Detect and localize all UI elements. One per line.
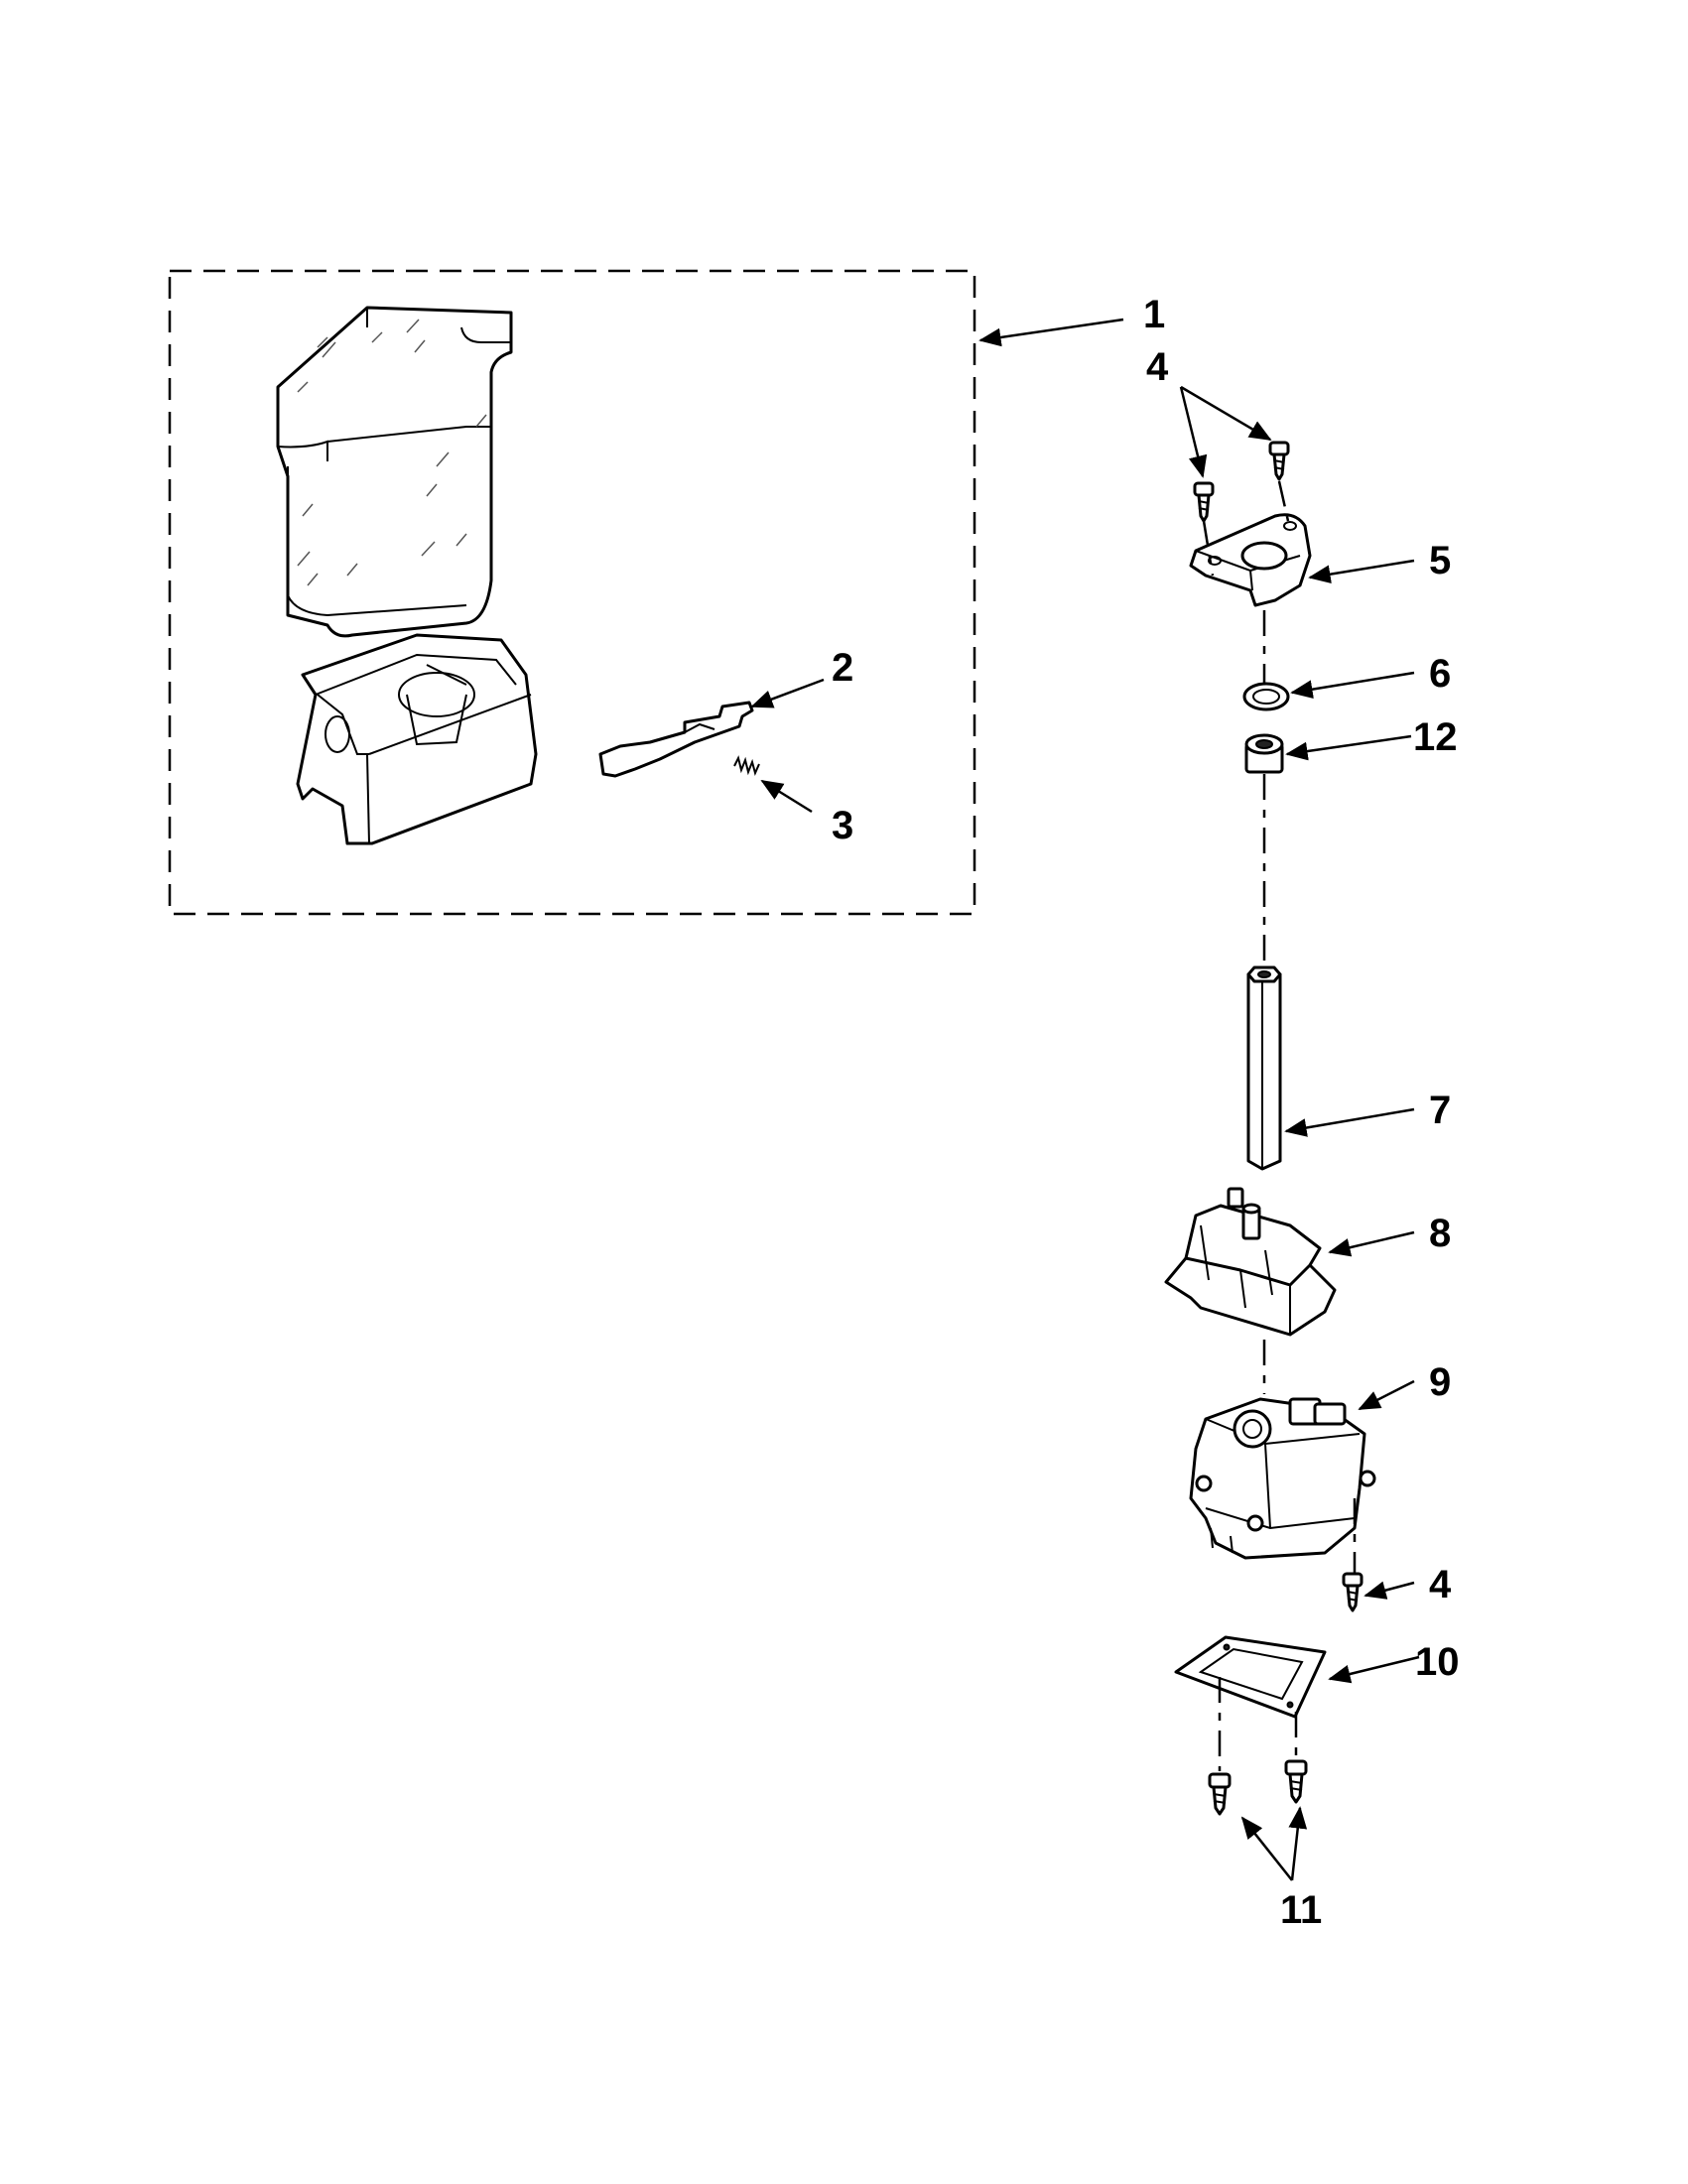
bearing-part-12 [1244,733,1284,774]
callout-5: 5 [1429,539,1451,582]
ice-bucket-part [276,306,513,638]
callout-6: 6 [1429,652,1451,696]
screw-part-4-bottom [1342,1572,1363,1612]
gasket-part-10 [1174,1635,1327,1719]
callout-4-bottom: 4 [1429,1563,1452,1606]
assembly-axis-lines [1202,480,1357,1771]
bucket-base-part [296,633,538,845]
screw-part-11-right [1284,1759,1308,1804]
screw-part-11-left [1208,1772,1232,1816]
motor-cover-part-8 [1164,1187,1337,1337]
leader-arrows [750,318,1420,1881]
screw-part-4-top-right [1268,441,1290,481]
callout-7: 7 [1429,1089,1451,1132]
bracket-part-5 [1189,513,1312,607]
lever-part-2 [598,701,754,778]
washer-part-6 [1242,682,1290,711]
callout-12: 12 [1413,715,1458,759]
callout-4-top: 4 [1146,345,1169,389]
callout-11: 11 [1280,1888,1322,1932]
callout-9: 9 [1429,1360,1451,1404]
motor-part-9 [1189,1397,1376,1560]
shaft-part-7 [1246,965,1282,1171]
screw-part-4-top-left [1193,481,1215,523]
callout-1: 1 [1143,293,1165,336]
spring-part-3 [733,755,760,776]
callout-8: 8 [1429,1212,1451,1255]
kit-dashed-box [168,269,976,916]
callout-3: 3 [832,804,853,847]
callout-2: 2 [832,646,853,690]
callout-10: 10 [1415,1640,1460,1684]
